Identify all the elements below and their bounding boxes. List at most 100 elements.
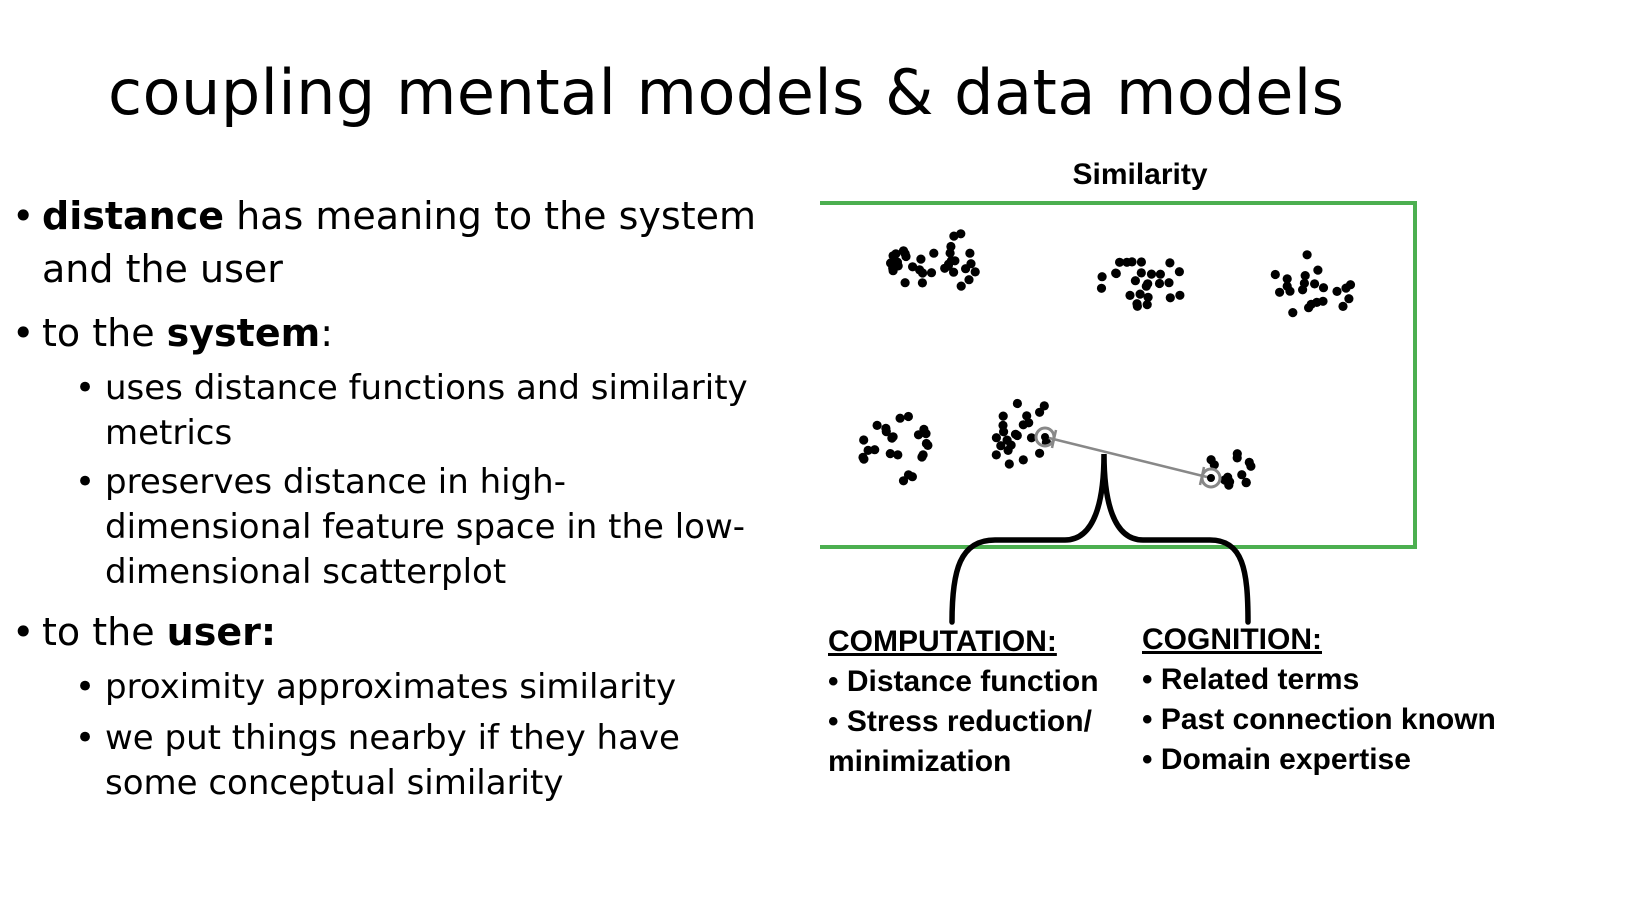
scatter-dot: [1310, 279, 1320, 289]
bullet-user-bold: user:: [166, 610, 277, 654]
distance-line: [1044, 435, 1212, 480]
scatter-dot: [996, 441, 1006, 451]
scatter-dot: [918, 450, 928, 460]
scatter-dot: [1097, 272, 1107, 282]
scatter-dot: [1241, 477, 1251, 487]
scatter-dot: [1341, 283, 1351, 293]
highlight-point-left: [1034, 426, 1056, 448]
bullet-system-post: :: [320, 311, 334, 355]
scatter-dot: [1209, 460, 1219, 470]
sub-bullet-line1: uses distance functions and similarity: [105, 368, 748, 408]
scatter-dot: [1026, 433, 1037, 443]
scatter-dot: [1146, 269, 1157, 279]
highlight-point-right: [1200, 467, 1222, 489]
scatter-dot: [1306, 299, 1316, 309]
sub-bullet-proximity: • proximity approximates similarity: [75, 665, 765, 710]
scatter-dot: [872, 420, 882, 430]
scatter-dot: [1115, 257, 1125, 267]
bullet-dot: •: [12, 610, 35, 654]
scatter-dot: [1018, 455, 1028, 465]
scatter-dot: [1154, 278, 1165, 289]
scatter-dot: [1006, 440, 1016, 450]
scatter-dot: [1039, 401, 1049, 411]
scatter-dot: [898, 476, 909, 486]
bullet-dot: •: [75, 718, 96, 758]
computation-item: • Distance function: [828, 665, 1099, 698]
scatter-dot: [1127, 257, 1137, 267]
sub-bullet-line2: some conceptual similarity: [105, 763, 564, 803]
bullet-user: • to the user:: [12, 606, 787, 659]
scatter-dot: [1012, 398, 1022, 409]
bullet-dot: •: [75, 667, 96, 707]
scatter-dot: [964, 275, 974, 285]
scatter-dot: [1165, 258, 1175, 268]
scatter-dot: [1298, 285, 1308, 295]
scatter-dot: [1275, 287, 1285, 297]
scatter-dot: [903, 411, 913, 422]
scatter-dot: [859, 435, 869, 445]
scatter-dot: [1022, 411, 1032, 421]
scatter-dot: [870, 445, 880, 455]
scatter-dot: [1285, 286, 1295, 296]
scatter-dot: [893, 261, 903, 271]
scatter-dot: [1237, 470, 1247, 480]
cognition-header: COGNITION:: [1142, 623, 1322, 656]
scatter-dot: [1135, 289, 1145, 299]
scatter-dot: [885, 449, 895, 459]
scatter-dot: [1246, 461, 1256, 471]
scatter-dot: [1164, 278, 1174, 288]
scatter-dot: [908, 262, 918, 272]
scatter-dot: [1143, 292, 1153, 302]
scatterplot-frame: [820, 201, 1417, 549]
scatter-dot: [1174, 267, 1184, 277]
scatter-dot: [919, 424, 929, 434]
scatter-dot: [970, 267, 980, 277]
bullet-dot: •: [75, 368, 96, 408]
computation-header: COMPUTATION:: [828, 625, 1057, 658]
scatter-dot: [898, 246, 909, 256]
scatter-dot: [1344, 294, 1354, 304]
scatter-dot: [1318, 283, 1329, 293]
cognition-item: • Related terms: [1142, 663, 1360, 696]
scatter-dot: [918, 268, 928, 278]
scatter-dot: [926, 268, 937, 278]
scatter-dot: [1165, 293, 1175, 303]
scatter-dot: [998, 411, 1008, 421]
sub-bullet-line2: dimensional feature space in the low-: [105, 507, 746, 547]
computation-column: COMPUTATION: • Distance function • Stres…: [828, 622, 1099, 782]
sub-bullet-line1: preserves distance in high-: [105, 462, 566, 502]
computation-item: minimization: [828, 745, 1012, 778]
scatter-dot: [1035, 407, 1045, 417]
bullet-system: • to the system:: [12, 307, 787, 360]
scatter-dot: [946, 241, 956, 252]
scatter-dot: [895, 413, 905, 423]
scatter-dot: [1338, 301, 1348, 311]
sub-bullet-line2: metrics: [105, 413, 233, 453]
diagram-graphic: [820, 201, 1417, 625]
scatter-dot: [1288, 308, 1298, 318]
scatter-dot: [888, 432, 898, 442]
scatter-dot: [998, 420, 1008, 430]
scatter-dot: [1125, 290, 1135, 300]
bullet-user-pre: to the: [42, 610, 167, 654]
scatter-dot: [1232, 449, 1242, 459]
scatter-dot: [1018, 420, 1028, 430]
scatter-dot: [949, 267, 959, 277]
scatter-dots: [858, 229, 1356, 490]
scatter-dot: [966, 259, 976, 269]
sub-bullet-line1: proximity approximates similarity: [105, 667, 677, 707]
scatter-dot: [1136, 268, 1146, 278]
sub-bullet-line3: dimensional scatterplot: [105, 552, 507, 592]
bullet-distance-line2: and the user: [42, 247, 283, 291]
scatter-dot: [1332, 286, 1342, 296]
scatter-dot: [1300, 271, 1310, 281]
scatter-dot: [921, 438, 931, 449]
scatter-dot: [1318, 296, 1328, 306]
scatter-dot: [949, 231, 959, 241]
bullet-dot: •: [12, 194, 35, 238]
cognition-item: • Past connection known: [1142, 703, 1496, 736]
scatter-dot: [1143, 279, 1153, 289]
scatter-dot: [991, 450, 1001, 460]
scatter-dot: [1142, 300, 1152, 310]
scatter-dot: [1132, 301, 1142, 311]
